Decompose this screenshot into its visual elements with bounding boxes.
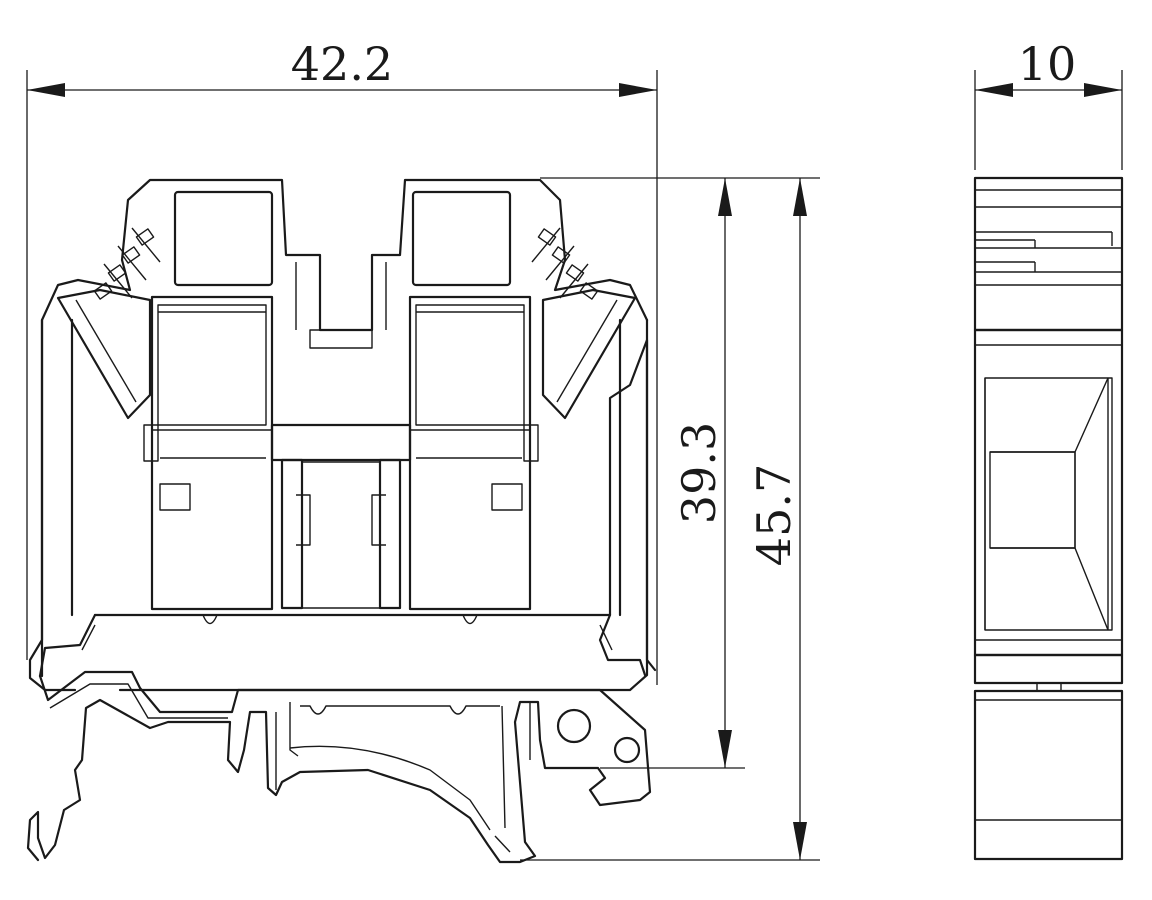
thickness-dimension: 10 xyxy=(974,37,1123,170)
housing-outline xyxy=(40,178,649,692)
screw-window-left xyxy=(173,190,274,287)
right-teeth xyxy=(531,227,599,300)
arrowhead-right xyxy=(1084,83,1122,97)
side-lower-body xyxy=(973,653,1124,685)
base-rail xyxy=(38,613,647,678)
left-clamp-arm xyxy=(56,288,152,420)
total-height-label: 45.7 xyxy=(747,464,801,566)
arrowhead-left xyxy=(975,83,1013,97)
side-middle-body xyxy=(973,328,1124,657)
height-to-rail-label: 39.3 xyxy=(672,422,726,524)
width-dimension: 42.2 xyxy=(26,37,658,685)
screw-window-right xyxy=(411,190,512,287)
arrowhead-bottom xyxy=(793,822,807,860)
arrowhead-left xyxy=(27,83,65,97)
left-teeth xyxy=(93,227,161,300)
front-view xyxy=(26,178,657,864)
thickness-label: 10 xyxy=(1018,37,1077,91)
right-clamp-chamber xyxy=(408,295,539,611)
center-bridge xyxy=(270,262,412,610)
din-rail-foot xyxy=(26,670,652,864)
mounting-hole-large xyxy=(556,708,592,744)
height-to-rail-dimension: 39.3 xyxy=(540,177,745,769)
side-upper-body xyxy=(973,176,1124,332)
total-height-dimension: 45.7 xyxy=(520,177,820,861)
right-clamp-arm xyxy=(541,288,637,420)
left-clamp-chamber xyxy=(143,295,274,611)
arrowhead-top xyxy=(718,178,732,216)
side-foot xyxy=(973,689,1124,861)
mounting-hole-small xyxy=(613,736,641,764)
side-view xyxy=(973,176,1124,861)
arrowhead-top xyxy=(793,178,807,216)
arrowhead-right xyxy=(619,83,657,97)
arrowhead-bottom xyxy=(718,730,732,768)
width-label: 42.2 xyxy=(291,37,393,91)
